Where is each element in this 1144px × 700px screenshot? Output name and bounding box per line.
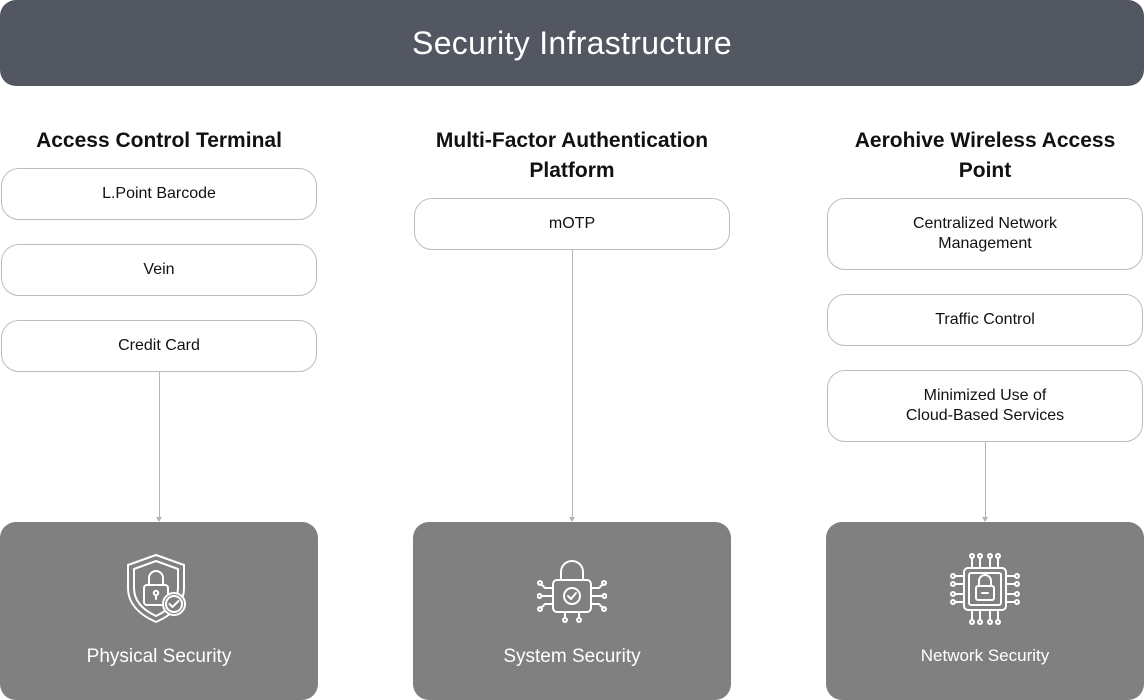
connector-line: [985, 442, 986, 517]
feature-label: L.Point Barcode: [102, 185, 216, 202]
circuit-padlock-icon: [537, 560, 607, 623]
connector-arrowhead: [569, 517, 575, 522]
feature-label: Minimized Use of Cloud-Based Services: [905, 387, 1065, 424]
connector-arrowhead: [156, 517, 162, 522]
diagram-header: Security Infrastructure: [0, 0, 1144, 86]
column-title: Access Control Terminal: [36, 129, 282, 152]
card-label: System Security: [503, 646, 641, 667]
feature-pill: Centralized Network Management: [827, 198, 1143, 270]
connector-arrowhead: [982, 517, 988, 522]
feature-pill: mOTP: [414, 198, 730, 250]
connector-line: [159, 372, 160, 517]
system-security-card: System Security: [413, 522, 731, 700]
card-label: Network Security: [920, 646, 1050, 665]
feature-label: mOTP: [548, 215, 596, 232]
card-label: Physical Security: [86, 646, 232, 667]
feature-pill: Credit Card: [1, 320, 317, 372]
feature-pill: L.Point Barcode: [1, 168, 317, 220]
connector-line: [572, 250, 573, 517]
feature-label: Vein: [143, 261, 175, 278]
diagram-title: Security Infrastructure: [412, 24, 732, 61]
feature-label: Centralized Network Management: [912, 215, 1058, 252]
feature-label: Credit Card: [118, 337, 200, 354]
shield-lock-check-icon: [127, 554, 186, 623]
column-title: Aerohive Wireless Access Point: [854, 129, 1116, 182]
network-security-card: Network Security: [826, 522, 1144, 700]
feature-pill: Vein: [1, 244, 317, 296]
feature-label: Traffic Control: [935, 311, 1035, 328]
column-title: Multi-Factor Authentication Platform: [435, 129, 709, 182]
chip-lock-icon: [950, 553, 1020, 625]
physical-security-card: Physical Security: [0, 522, 318, 700]
feature-pill: Minimized Use of Cloud-Based Services: [827, 370, 1143, 442]
feature-pill: Traffic Control: [827, 294, 1143, 346]
